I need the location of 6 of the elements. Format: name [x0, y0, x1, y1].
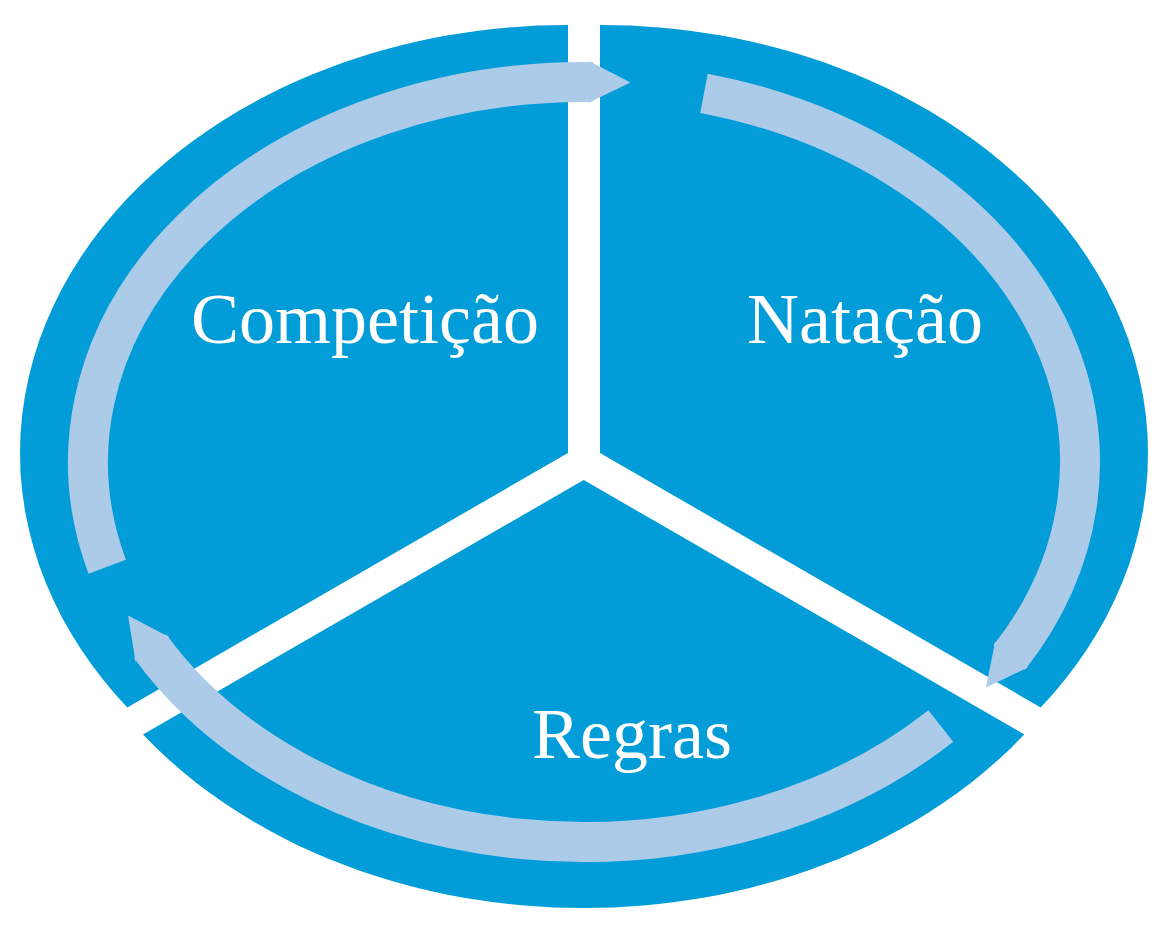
sector-label: Competição — [191, 280, 539, 360]
sector-label: Natação — [747, 280, 983, 360]
cycle-arrow — [68, 61, 631, 573]
cycle-arrow — [126, 617, 953, 862]
cycle-arrow — [699, 73, 1100, 689]
sector-label: Regras — [532, 695, 732, 775]
